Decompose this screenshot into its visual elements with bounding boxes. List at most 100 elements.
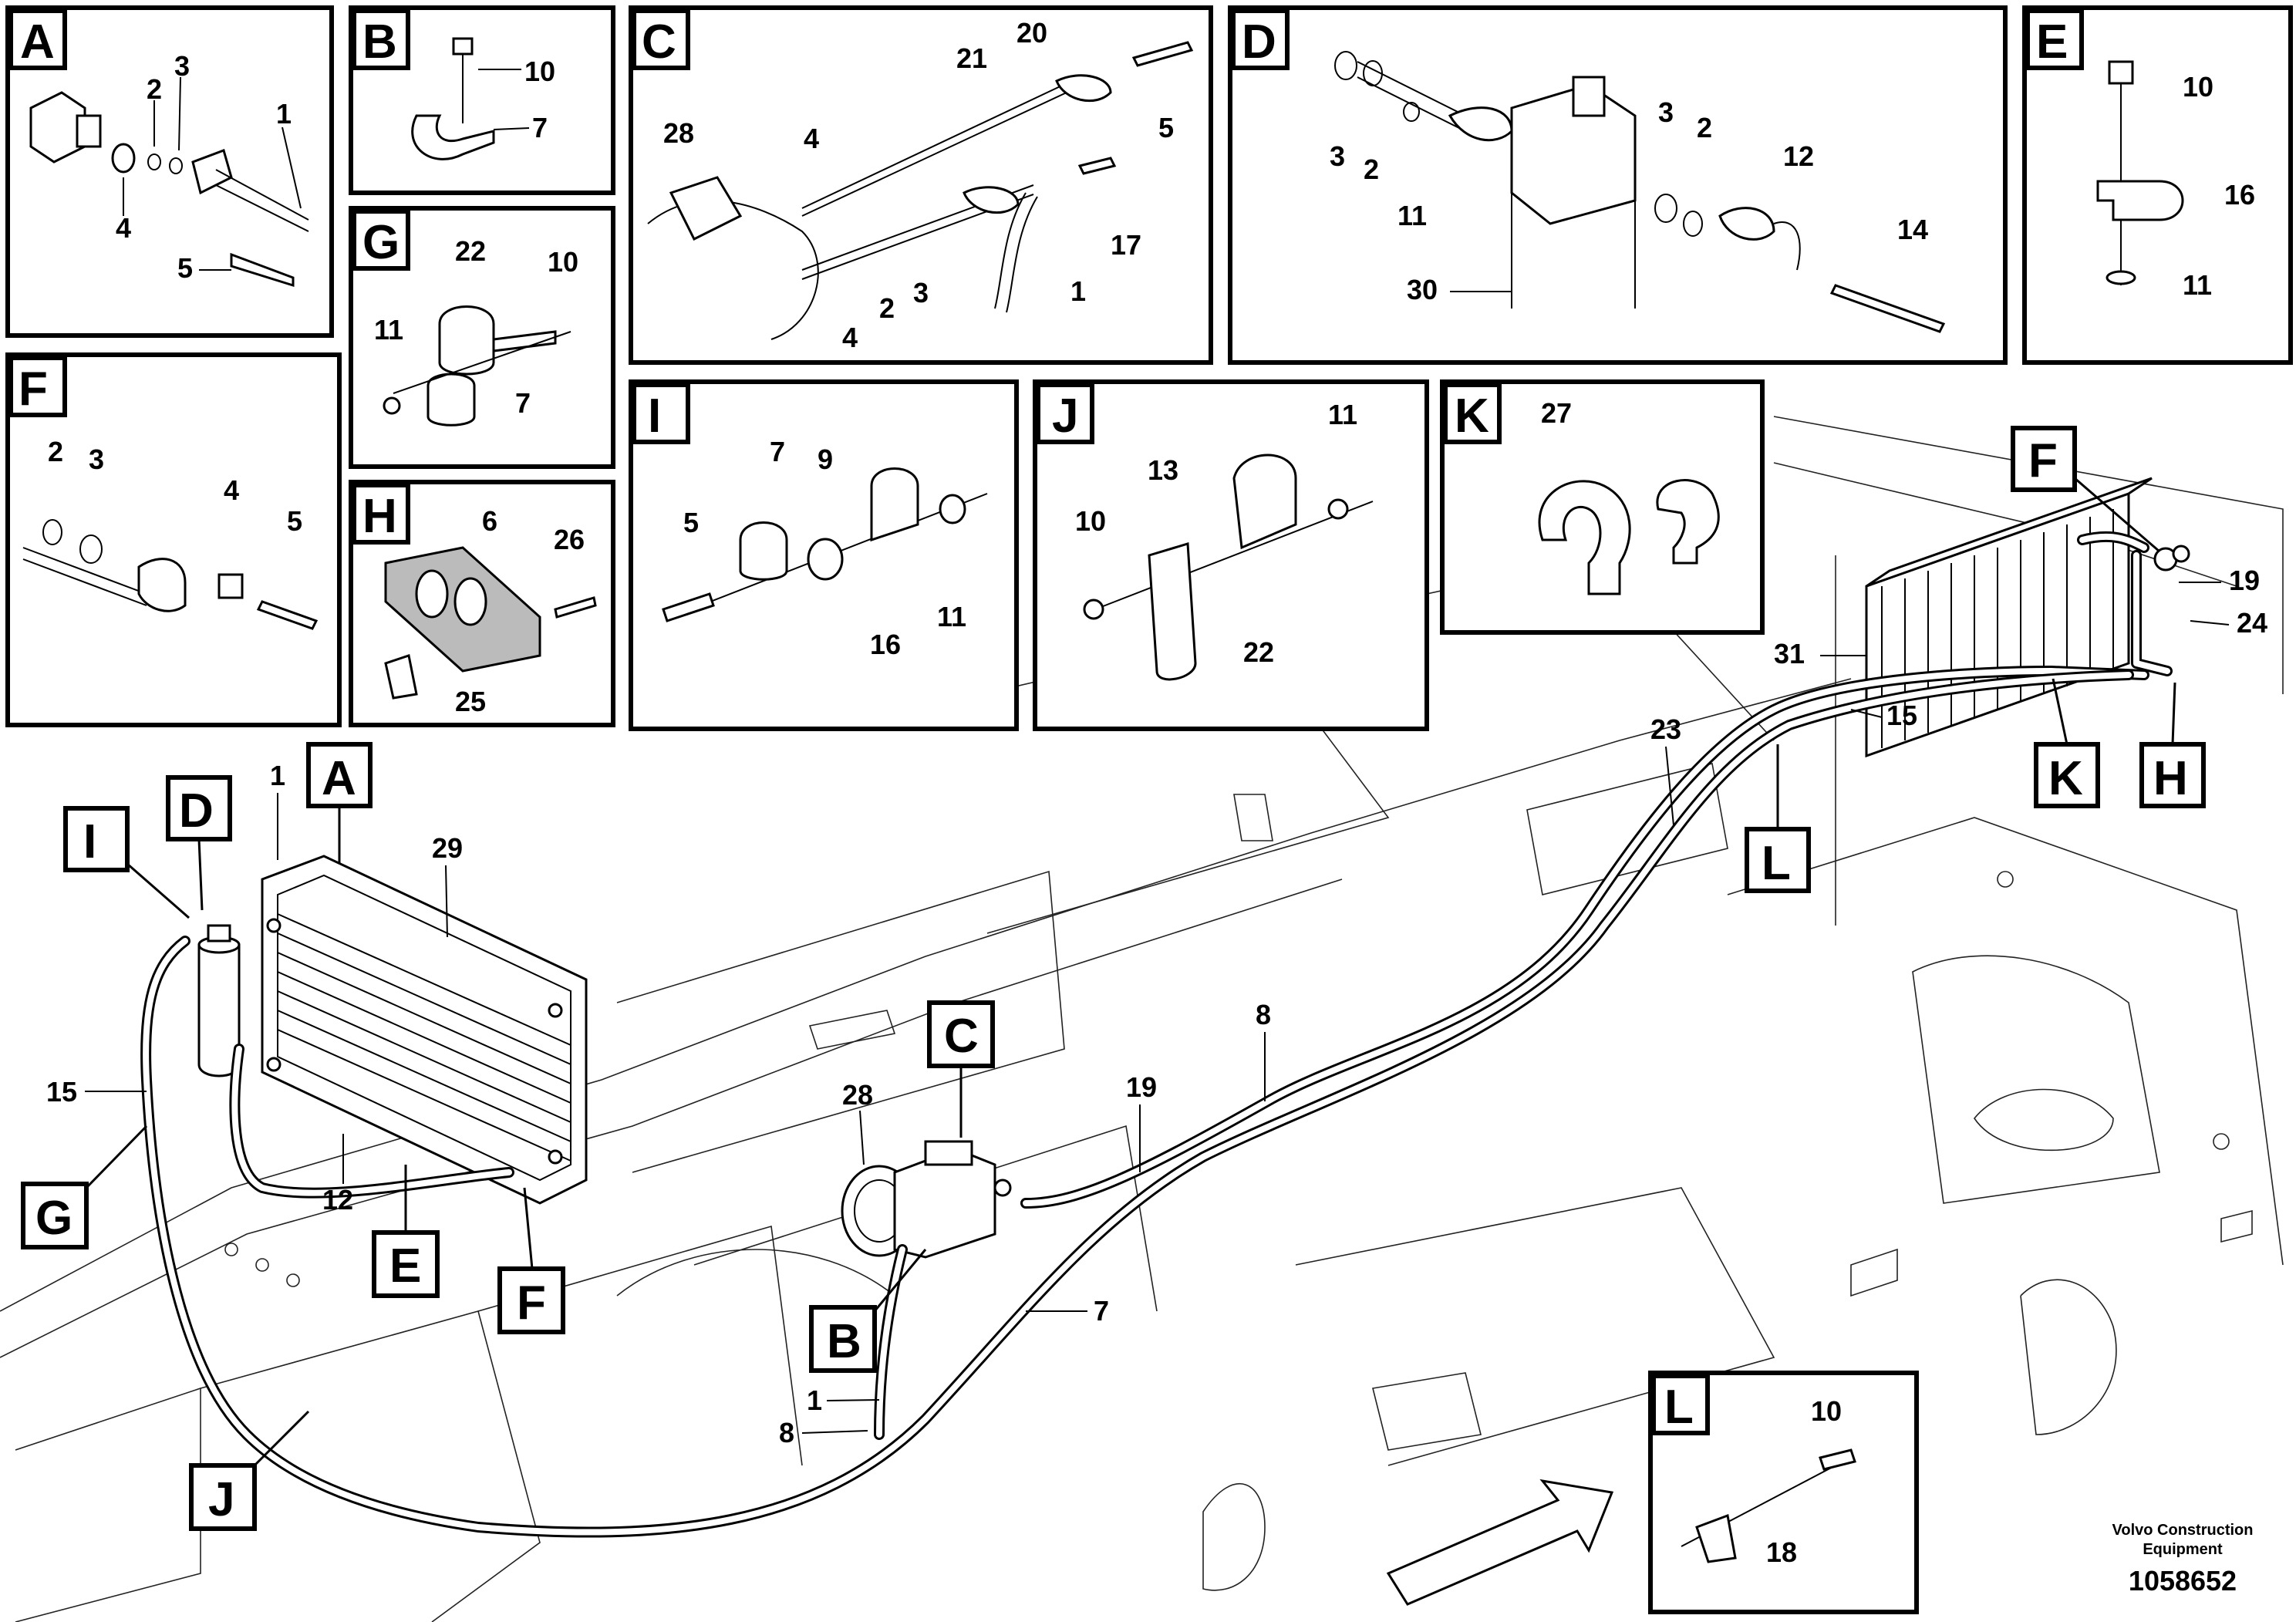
detail-letter-C: C — [642, 15, 676, 69]
label-C-5: 5 — [1158, 112, 1174, 143]
detail-box-A: A 2 3 1 4 5 — [5, 5, 334, 338]
detail-letter-J: J — [1052, 389, 1078, 443]
callout-num-28: 28 — [842, 1079, 873, 1111]
detail-letter-F: F — [19, 363, 48, 416]
callout-num-29: 29 — [432, 832, 463, 864]
label-J-10: 10 — [1075, 505, 1106, 537]
callout-letter-F: F — [517, 1276, 546, 1330]
callout-letter-E: E — [389, 1239, 421, 1293]
label-B-7: 7 — [532, 112, 548, 143]
label-I-11: 11 — [937, 601, 966, 632]
label-J-11: 11 — [1328, 399, 1357, 430]
label-D-11: 11 — [1397, 200, 1427, 231]
main-number-callouts: 1 29 15 12 28 19 8 7 1 8 23 31 15 19 24 — [46, 565, 2267, 1448]
brand-line-1: Volvo Construction — [2112, 1522, 2254, 1539]
figure-number: 1058652 — [2129, 1565, 2237, 1597]
label-E-16: 16 — [2224, 179, 2255, 211]
detail-letter-K: K — [1455, 389, 1489, 443]
label-F-5: 5 — [287, 505, 302, 537]
detail-letter-H: H — [362, 490, 397, 543]
detail-box-B: B 10 7 — [349, 5, 615, 195]
label-C-2: 2 — [879, 292, 895, 324]
detail-letter-L: L — [1664, 1381, 1694, 1434]
detail-box-G: G 22 10 11 7 — [349, 206, 615, 469]
detail-box-L: L 10 18 — [1648, 1371, 1919, 1614]
label-A-4: 4 — [116, 212, 131, 244]
refrigerant-hoses — [140, 531, 2173, 1538]
label-L-18: 18 — [1766, 1536, 1797, 1568]
direction-arrow — [1386, 1479, 1614, 1606]
label-G-7: 7 — [515, 387, 531, 419]
callout-letter-F2: F — [2028, 434, 2058, 487]
callout-letter-A: A — [322, 752, 356, 805]
label-I-5: 5 — [683, 507, 699, 538]
callout-letter-J: J — [208, 1473, 234, 1526]
figure-footer: Volvo Construction Equipment 1058652 — [2112, 1522, 2254, 1597]
label-A-3: 3 — [174, 50, 190, 82]
label-I-16: 16 — [870, 629, 901, 660]
detail-letter-D: D — [1242, 15, 1276, 69]
callout-letter-C: C — [944, 1010, 979, 1063]
callout-letter-H: H — [2153, 752, 2188, 805]
detail-box-H: H 6 26 25 — [349, 480, 615, 727]
detail-letter-E: E — [2036, 15, 2068, 69]
label-H-26: 26 — [554, 524, 585, 555]
callout-num-23: 23 — [1650, 713, 1681, 745]
callout-num-24: 24 — [2237, 607, 2267, 639]
label-D-2: 2 — [1364, 153, 1379, 185]
label-E-10: 10 — [2183, 71, 2213, 103]
label-C-28: 28 — [663, 117, 694, 149]
detail-box-J: J 13 11 10 22 — [1033, 379, 1429, 731]
label-D-30: 30 — [1407, 274, 1438, 305]
label-C-4b: 4 — [842, 322, 858, 353]
label-D-2b: 2 — [1697, 112, 1712, 143]
detail-box-I: I 7 9 5 16 11 — [629, 379, 1019, 731]
label-E-11: 11 — [2183, 269, 2212, 301]
label-L-10: 10 — [1811, 1395, 1842, 1427]
label-C-4: 4 — [804, 123, 819, 154]
callout-num-15b: 15 — [1886, 700, 1917, 731]
detail-box-E: E 10 16 11 — [2022, 5, 2293, 365]
detail-box-F: F 2 3 4 5 — [5, 352, 342, 727]
brand-line-2: Equipment — [2143, 1541, 2223, 1558]
label-F-3: 3 — [89, 443, 104, 475]
callout-num-7: 7 — [1094, 1295, 1109, 1327]
detail-letter-B: B — [362, 15, 397, 69]
label-D-3: 3 — [1330, 140, 1345, 172]
callout-letter-B: B — [827, 1315, 861, 1368]
label-C-3: 3 — [913, 277, 929, 309]
label-G-11: 11 — [374, 314, 403, 346]
callout-num-31: 31 — [1774, 638, 1805, 669]
label-B-10: 10 — [524, 56, 555, 87]
detail-box-D: D 3 2 11 3 2 12 30 14 — [1228, 5, 2008, 365]
detail-box-K: K 27 — [1440, 379, 1765, 635]
callout-letter-K: K — [2048, 752, 2083, 805]
label-F-4: 4 — [224, 474, 239, 506]
label-I-7: 7 — [770, 436, 785, 467]
label-D-12: 12 — [1783, 140, 1814, 172]
detail-letter-A: A — [20, 15, 55, 69]
label-A-2: 2 — [147, 73, 162, 105]
label-G-22: 22 — [455, 235, 486, 267]
label-K-27: 27 — [1541, 397, 1572, 429]
detail-letter-I: I — [648, 389, 661, 443]
detail-box-C: C 21 20 28 4 5 17 4 2 3 1 — [629, 5, 1213, 365]
label-C-20: 20 — [1017, 17, 1047, 49]
compressor — [841, 1140, 1012, 1259]
label-D-3b: 3 — [1658, 96, 1674, 128]
label-H-6: 6 — [482, 505, 497, 537]
callout-num-8b: 8 — [779, 1417, 794, 1448]
callout-num-19b: 19 — [2229, 565, 2260, 596]
label-C-17: 17 — [1111, 229, 1141, 261]
label-C-1: 1 — [1070, 275, 1086, 307]
label-A-1: 1 — [276, 98, 292, 130]
callout-num-12: 12 — [322, 1184, 353, 1216]
label-F-2: 2 — [48, 436, 63, 467]
callout-num-19: 19 — [1126, 1071, 1157, 1103]
callout-num-15: 15 — [46, 1076, 77, 1108]
callout-letter-D: D — [179, 784, 214, 838]
label-H-25: 25 — [455, 686, 486, 717]
label-G-10: 10 — [548, 246, 578, 278]
detail-letter-G: G — [362, 216, 400, 269]
